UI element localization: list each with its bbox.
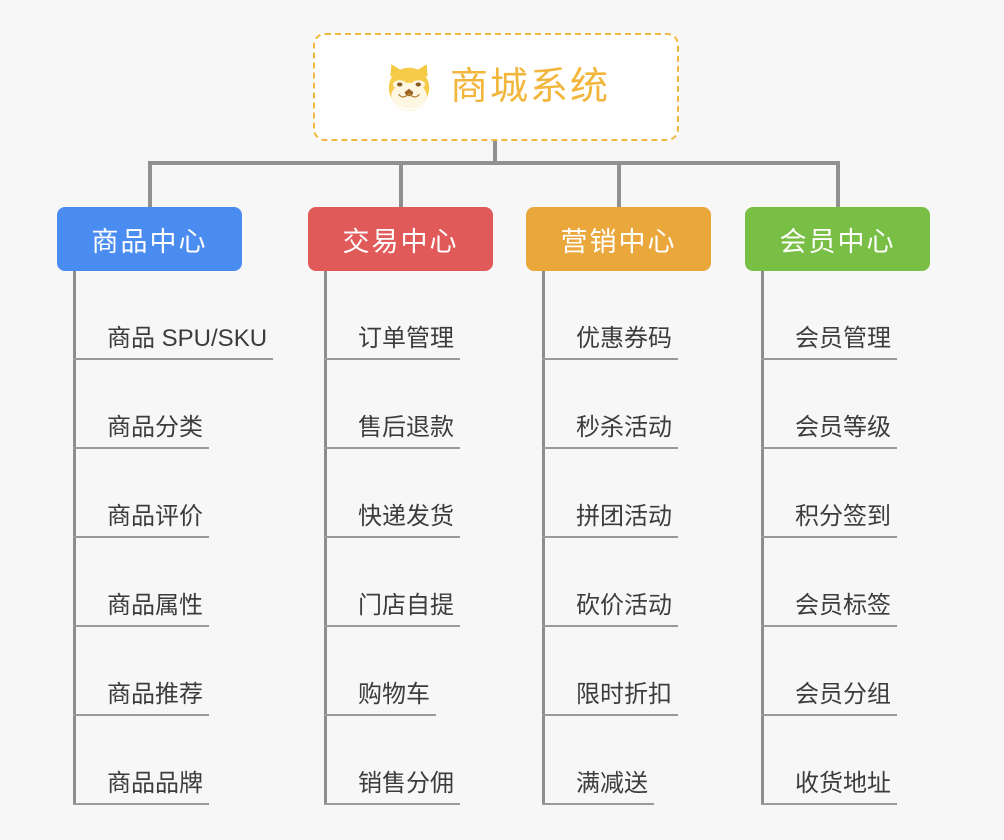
leaf-label: 优惠券码 — [576, 324, 672, 352]
leaf-item[interactable]: 门店自提 — [324, 538, 460, 627]
connector-root-stem — [493, 141, 497, 165]
leaf-label: 会员管理 — [795, 324, 891, 352]
root-title: 商城系统 — [449, 66, 610, 108]
leaf-label: 商品属性 — [107, 591, 203, 619]
leaf-label: 销售分佣 — [358, 769, 454, 797]
category-box-marketing[interactable]: 营销中心 — [526, 207, 711, 271]
leaf-label: 门店自提 — [358, 591, 454, 619]
leaf-label: 满减送 — [576, 769, 648, 797]
category-label: 会员中心 — [779, 226, 896, 257]
leaf-item[interactable]: 购物车 — [324, 627, 436, 716]
leaf-item[interactable]: 限时折扣 — [542, 627, 678, 716]
leaf-item[interactable]: 收货地址 — [761, 716, 897, 805]
category-box-trade[interactable]: 交易中心 — [308, 207, 493, 271]
leaf-item[interactable]: 会员等级 — [761, 360, 897, 449]
branch-spine — [542, 271, 545, 805]
connector-drop-3 — [617, 161, 621, 207]
category-box-product[interactable]: 商品中心 — [57, 207, 242, 271]
connector-drop-4 — [836, 161, 840, 207]
leaf-item[interactable]: 会员管理 — [761, 271, 897, 360]
branch-spine — [761, 271, 764, 805]
leaf-item[interactable]: 拼团活动 — [542, 449, 678, 538]
leaf-item[interactable]: 积分签到 — [761, 449, 897, 538]
leaf-item[interactable]: 商品 SPU/SKU — [73, 271, 274, 360]
leaf-item[interactable]: 快递发货 — [324, 449, 460, 538]
branch-spine — [324, 271, 327, 805]
leaf-label: 积分签到 — [795, 502, 891, 530]
leaf-label: 会员分组 — [795, 680, 891, 708]
leaf-item[interactable]: 秒杀活动 — [542, 360, 678, 449]
leaf-item[interactable]: 售后退款 — [324, 360, 460, 449]
connector-drop-2 — [399, 161, 403, 207]
leaf-item[interactable]: 商品分类 — [73, 360, 209, 449]
leaf-item[interactable]: 满减送 — [542, 716, 654, 805]
leaf-item[interactable]: 砍价活动 — [542, 538, 678, 627]
leaf-label: 购物车 — [358, 680, 430, 708]
leaf-item[interactable]: 商品评价 — [73, 449, 209, 538]
category-label: 交易中心 — [342, 226, 459, 257]
leaf-label: 限时折扣 — [576, 680, 672, 708]
leaf-item[interactable]: 销售分佣 — [324, 716, 460, 805]
leaf-label: 商品品牌 — [107, 769, 203, 797]
leaf-item[interactable]: 优惠券码 — [542, 271, 678, 360]
leaf-label: 商品分类 — [107, 413, 203, 441]
category-label: 营销中心 — [560, 226, 677, 257]
leaf-label: 商品推荐 — [107, 680, 203, 708]
leaf-label: 秒杀活动 — [576, 413, 672, 441]
connector-horizontal-bus — [150, 161, 839, 165]
leaf-item[interactable]: 商品推荐 — [73, 627, 209, 716]
leaf-item[interactable]: 商品品牌 — [73, 716, 209, 805]
leaf-item[interactable]: 商品属性 — [73, 538, 209, 627]
leaf-label: 会员等级 — [795, 413, 891, 441]
leaf-label: 收货地址 — [795, 769, 891, 797]
leaf-label: 会员标签 — [795, 591, 891, 619]
leaf-label: 拼团活动 — [576, 502, 672, 530]
category-label: 商品中心 — [91, 226, 208, 257]
leaf-label: 商品评价 — [107, 502, 203, 530]
leaf-label: 商品 SPU/SKU — [107, 324, 268, 352]
leaf-item[interactable]: 会员标签 — [761, 538, 897, 627]
leaf-item[interactable]: 会员分组 — [761, 627, 897, 716]
leaf-label: 快递发货 — [358, 502, 454, 530]
leaf-label: 砍价活动 — [576, 591, 672, 619]
branch-spine — [73, 271, 76, 805]
root-node[interactable]: 商城系统 — [313, 33, 679, 141]
leaf-label: 订单管理 — [358, 324, 454, 352]
leaf-label: 售后退款 — [358, 413, 454, 441]
leaf-item[interactable]: 订单管理 — [324, 271, 460, 360]
connector-drop-1 — [148, 161, 152, 207]
shiba-dog-icon — [388, 64, 430, 112]
category-box-member[interactable]: 会员中心 — [745, 207, 930, 271]
